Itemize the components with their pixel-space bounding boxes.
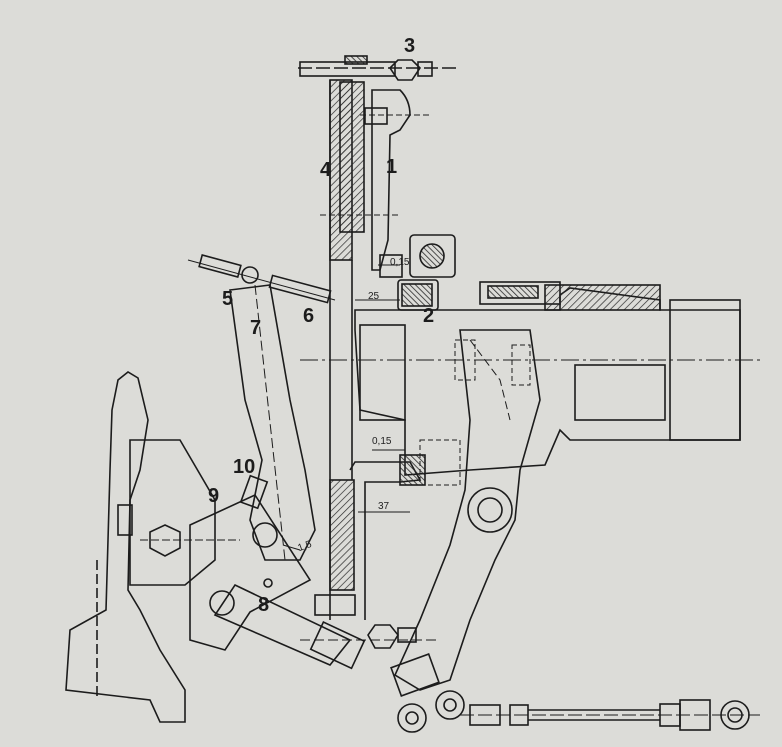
lever-7 [229,284,316,561]
label-part-9: 9 [208,485,220,507]
dim-25: 25 [368,291,380,302]
shaft-hub [354,287,741,476]
label-part-10: 10 [233,456,256,478]
release-arm [393,329,541,691]
label-part-8: 8 [258,594,270,616]
dim-37: 37 [378,501,390,512]
dim-015-top: 0,15 [390,257,410,268]
label-part-1: 1 [386,156,398,178]
label-part-3: 3 [404,35,416,57]
arm-1 [371,89,411,271]
label-part-4: 4 [320,159,332,181]
label-part-7: 7 [250,317,262,339]
bracket-9 [129,439,216,586]
label-part-2: 2 [423,305,435,327]
dim-015-mid: 0,15 [372,436,392,447]
label-part-5: 5 [222,288,234,310]
label-part-6: 6 [303,305,315,327]
housing-outline [65,371,186,723]
link-lower [213,583,352,666]
